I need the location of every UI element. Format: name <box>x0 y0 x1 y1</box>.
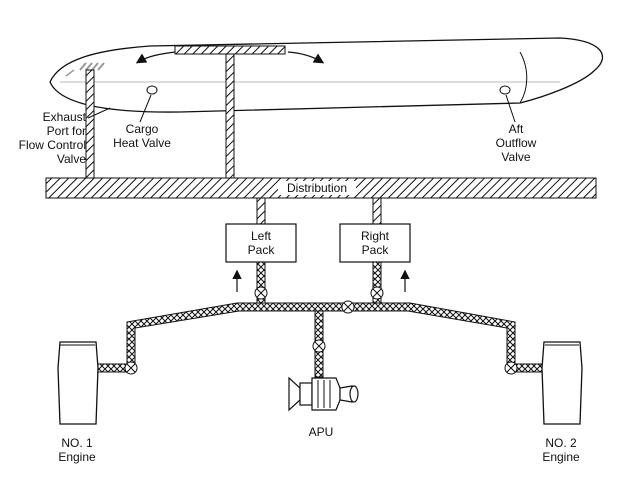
apu-bleed-valve <box>312 339 326 353</box>
right-pack-valve <box>370 286 384 300</box>
engine-2-line-1: NO. 2 <box>545 436 577 450</box>
aft-outflow-valve-symbol <box>499 85 511 95</box>
exhaust-duct <box>85 69 95 179</box>
distribution-label: Distribution <box>286 181 348 195</box>
engine-1-label: NO. 1 Engine <box>45 436 109 464</box>
engine-2-label: NO. 2 Engine <box>529 436 593 464</box>
left-pack-duct-upper <box>256 197 266 225</box>
left-pack-duct-lower <box>256 261 266 289</box>
right-pack-duct-upper <box>372 197 382 225</box>
cargo-heat-valve-symbol <box>146 85 158 95</box>
exhaust-port-line-4: Valve <box>56 152 86 166</box>
exhaust-port-label: Exhaust Port for Flow Control Valve <box>2 110 86 166</box>
right-pack-label: Right Pack <box>340 229 410 257</box>
left-pack-label: Left Pack <box>226 229 296 257</box>
fuselage <box>49 37 604 113</box>
cargo-heat-valve-label: Cargo Heat Valve <box>102 122 182 150</box>
left-pack-valve <box>254 286 268 300</box>
aft-outflow-valve-label: Aft Outflow Valve <box>484 122 548 164</box>
exhaust-port-line-2: Port for <box>46 124 86 138</box>
exhaust-port-line-1: Exhaust <box>42 110 86 124</box>
leader-cargo <box>139 94 152 123</box>
engine-2-bleed-valve <box>504 361 518 375</box>
right-pack-line-2: Pack <box>361 243 389 257</box>
right-pack-box <box>339 223 411 263</box>
upper-distribution-duct <box>174 45 286 55</box>
apu-label: APU <box>308 425 334 439</box>
apu-symbol <box>288 376 359 412</box>
flow-arrow-right <box>287 51 325 64</box>
left-pack-box <box>225 223 297 263</box>
cargo-heat-valve-line-1: Cargo <box>125 122 159 136</box>
engine-2-symbol <box>541 341 583 425</box>
aft-outflow-valve-line-1: Aft <box>508 122 524 136</box>
flow-arrow-left <box>135 51 176 64</box>
left-pack-line-1: Left <box>250 229 271 243</box>
engine-1-symbol <box>57 341 99 425</box>
aft-outflow-valve-line-2: Outflow <box>495 136 537 150</box>
left-pack-line-2: Pack <box>247 243 275 257</box>
isolation-valve <box>341 300 355 314</box>
right-pack-duct-lower <box>372 261 382 289</box>
engine-2-line-2: Engine <box>542 450 580 464</box>
exhaust-port-line-3: Flow Control <box>18 138 86 152</box>
engine-1-line-2: Engine <box>58 450 96 464</box>
aft-outflow-valve-line-3: Valve <box>501 150 531 164</box>
distribution-label-bg <box>278 181 356 195</box>
engine-1-line-1: NO. 1 <box>61 436 93 450</box>
riser-duct <box>225 53 235 179</box>
leader-aft <box>505 94 516 123</box>
leader-exhaust <box>87 107 111 119</box>
engine-1-bleed-valve <box>124 361 138 375</box>
right-pack-line-1: Right <box>360 229 389 243</box>
cargo-heat-valve-line-2: Heat Valve <box>113 136 171 150</box>
